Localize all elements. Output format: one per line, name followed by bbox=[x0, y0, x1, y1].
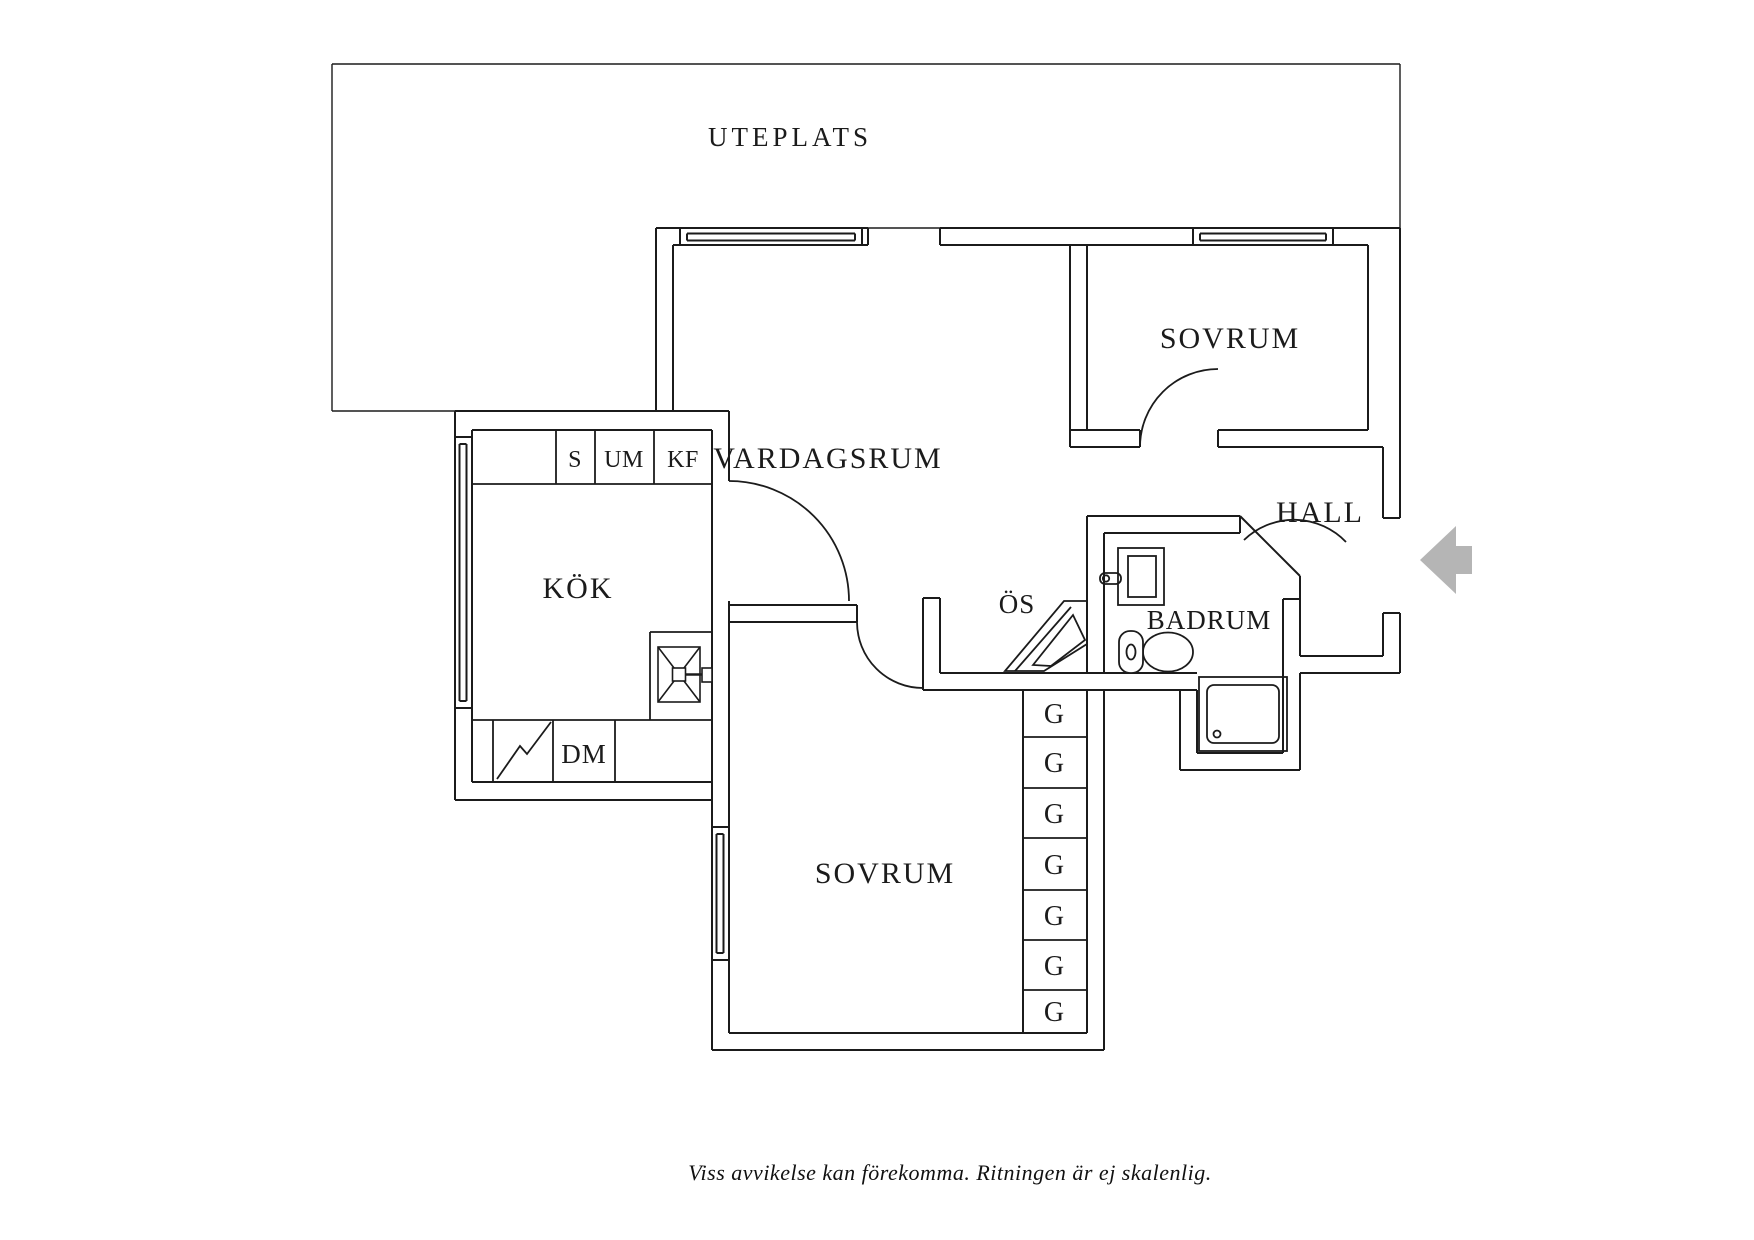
fireplace-icon bbox=[1003, 600, 1088, 672]
window-kitchen-icon bbox=[455, 436, 472, 709]
disclaimer-text: Viss avvikelse kan förekomma. Ritningen … bbox=[688, 1160, 1211, 1185]
entrance-arrow-icon bbox=[1420, 526, 1472, 594]
door-bedroom-bottom-icon bbox=[856, 621, 924, 689]
label-appliance-s: S bbox=[568, 447, 582, 473]
kitchen-counters bbox=[472, 430, 712, 782]
patio-outline bbox=[331, 63, 1401, 412]
door-bedroom-top-icon bbox=[1139, 368, 1219, 448]
label-wardrobe-g-5: G bbox=[1044, 901, 1064, 932]
stove-icon bbox=[496, 721, 552, 780]
room-label-uteplats: UTEPLATS bbox=[708, 122, 872, 152]
label-wardrobe-g-3: G bbox=[1044, 799, 1064, 830]
room-label-vardagsrum: VARDAGSRUM bbox=[713, 442, 943, 475]
wardrobe-cells bbox=[1023, 736, 1087, 991]
label-wardrobe-g-2: G bbox=[1044, 748, 1064, 779]
label-dishwasher-dm: DM bbox=[561, 739, 607, 769]
room-label-badrum: BADRUM bbox=[1147, 605, 1272, 635]
label-wardrobe-g-6: G bbox=[1044, 951, 1064, 982]
label-appliance-um: UM bbox=[604, 447, 644, 473]
window-livingroom-icon bbox=[679, 228, 863, 245]
label-wardrobe-g-7: G bbox=[1044, 997, 1064, 1028]
window-bedroom-bottom-icon bbox=[712, 826, 729, 961]
label-wardrobe-g-1: G bbox=[1044, 699, 1064, 730]
label-appliance-kf: KF bbox=[667, 447, 699, 473]
label-fireplace-os: ÖS bbox=[999, 589, 1036, 619]
bathroom-sink-icon bbox=[1099, 547, 1165, 606]
room-label-hall: HALL bbox=[1276, 496, 1364, 529]
kitchen-sink-icon bbox=[657, 646, 713, 703]
door-kitchen-icon bbox=[728, 480, 850, 602]
room-label-sovrum-top: SOVRUM bbox=[1160, 322, 1300, 355]
room-label-kok: KÖK bbox=[543, 572, 614, 605]
room-label-sovrum-bottom: SOVRUM bbox=[815, 857, 955, 890]
shower-tray-icon bbox=[1198, 676, 1288, 752]
door-bathroom-icon bbox=[1243, 518, 1347, 543]
walls bbox=[454, 227, 1401, 1051]
label-wardrobe-g-4: G bbox=[1044, 850, 1064, 881]
window-bedroom-top-icon bbox=[1192, 228, 1334, 245]
door-arcs bbox=[728, 368, 1347, 689]
toilet-icon bbox=[1118, 630, 1194, 674]
